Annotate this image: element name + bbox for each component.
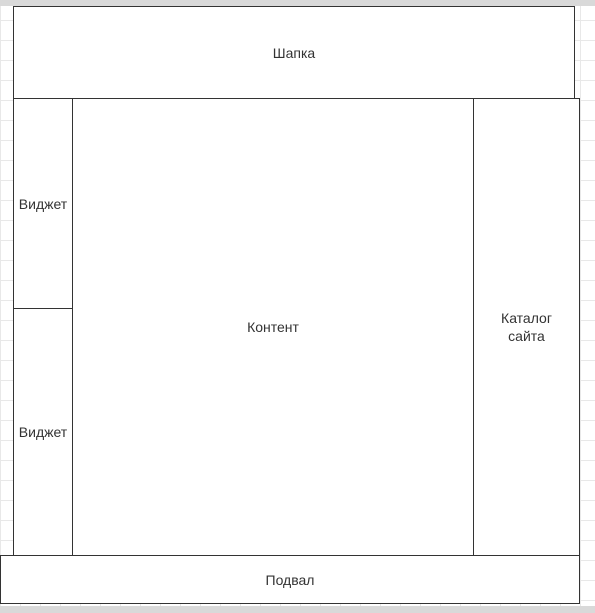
content-label: Контент (247, 319, 299, 335)
canvas-bottom-bar (0, 606, 595, 613)
header-block[interactable]: Шапка (13, 6, 575, 99)
footer-block[interactable]: Подвал (0, 555, 580, 604)
catalog-label: Каталог сайта (501, 310, 552, 344)
content-block[interactable]: Контент (72, 98, 474, 556)
widget-block-1[interactable]: Виджет (13, 98, 73, 309)
canvas-top-bar (0, 0, 595, 6)
catalog-block[interactable]: Каталог сайта (473, 98, 580, 556)
header-label: Шапка (272, 44, 316, 61)
widget-2-label: Виджет (18, 424, 68, 440)
widget-block-2[interactable]: Виджет (13, 308, 73, 556)
widget-1-label: Виджет (18, 195, 68, 212)
footer-label: Подвал (265, 571, 315, 588)
